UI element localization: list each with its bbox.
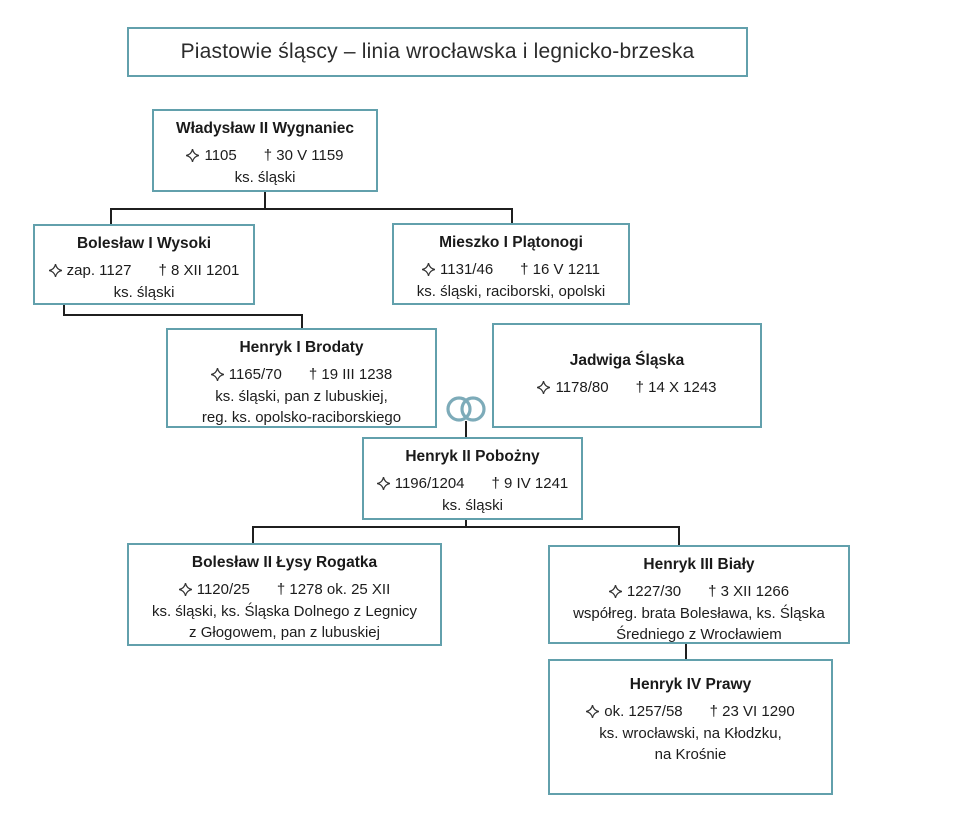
person-box-henryk1: Henryk I Brodaty 1165/70 † 19 III 1238 k… xyxy=(166,328,437,428)
person-name: Bolesław I Wysoki xyxy=(76,235,212,252)
birth-star-icon xyxy=(48,264,62,277)
birth-date: ok. 1257/58 xyxy=(586,703,683,720)
person-titles: ks. śląski, raciborski, opolski xyxy=(416,283,606,300)
person-titles: ks. śląski xyxy=(113,284,175,301)
person-name: Mieszko I Plątonogi xyxy=(439,234,583,251)
birth-date: 1196/1204 xyxy=(376,475,465,492)
connector-line xyxy=(301,314,303,329)
person-dates: 1165/70 † 19 III 1238 xyxy=(210,366,393,383)
birth-date: 1131/46 xyxy=(422,261,493,278)
connector-line xyxy=(264,192,266,210)
death-date: † 14 X 1243 xyxy=(635,379,717,396)
death-date: † 8 XII 1201 xyxy=(158,262,240,279)
birth-date: 1178/80 xyxy=(537,379,609,396)
birth-date: 1227/30 xyxy=(608,583,681,600)
person-titles: współreg. brata Bolesława, ks. Śląska Śr… xyxy=(573,605,825,643)
person-name: Henryk III Biały xyxy=(643,556,755,573)
person-box-boleslaw2: Bolesław II Łysy Rogatka 1120/25 † 1278 … xyxy=(127,543,442,646)
person-dates: 1227/30 † 3 XII 1266 xyxy=(608,583,790,600)
person-dates: 1196/1204 † 9 IV 1241 xyxy=(376,475,569,492)
birth-date: zap. 1127 xyxy=(48,262,131,279)
birth-date: 1105 xyxy=(186,147,237,164)
person-name: Bolesław II Łysy Rogatka xyxy=(191,554,378,571)
birth-star-icon xyxy=(586,705,600,718)
person-name: Henryk II Pobożny xyxy=(405,448,540,465)
person-box-henryk2: Henryk II Pobożny 1196/1204 † 9 IV 1241 … xyxy=(362,437,583,520)
birth-star-icon xyxy=(186,149,200,162)
person-box-mieszko1: Mieszko I Plątonogi 1131/46 † 16 V 1211 … xyxy=(392,223,630,305)
person-titles: ks. śląski xyxy=(234,169,296,186)
diagram-title-box: Piastowie śląscy – linia wrocławska i le… xyxy=(127,27,748,77)
person-dates: ok. 1257/58 † 23 VI 1290 xyxy=(586,703,795,720)
connector-line xyxy=(511,208,513,224)
death-date: † 19 III 1238 xyxy=(308,366,393,383)
person-name: Jadwiga Śląska xyxy=(569,352,685,369)
birth-date: 1120/25 xyxy=(178,581,250,598)
birth-star-icon xyxy=(422,263,436,276)
death-date: † 23 VI 1290 xyxy=(709,703,795,720)
person-box-boleslaw1: Bolesław I Wysoki zap. 1127 † 8 XII 1201… xyxy=(33,224,255,305)
birth-star-icon xyxy=(178,583,192,596)
person-titles: ks. śląski, ks. Śląska Dolnego z Legnicy… xyxy=(151,603,418,641)
death-date: † 30 V 1159 xyxy=(263,147,344,164)
connector-line xyxy=(685,643,687,660)
person-dates: 1105 † 30 V 1159 xyxy=(186,147,344,164)
person-box-henryk3: Henryk III Biały 1227/30 † 3 XII 1266 ws… xyxy=(548,545,850,644)
death-date: † 1278 ok. 25 XII xyxy=(276,581,391,598)
person-name: Henryk IV Prawy xyxy=(629,676,752,693)
person-titles: ks. śląski, pan z lubuskiej, reg. ks. op… xyxy=(201,388,402,426)
connector-line xyxy=(465,519,467,528)
person-dates: 1178/80 † 14 X 1243 xyxy=(537,379,717,396)
birth-date: 1165/70 xyxy=(210,366,282,383)
connector-line xyxy=(63,304,65,316)
person-titles: ks. śląski xyxy=(442,497,503,514)
person-dates: 1120/25 † 1278 ok. 25 XII xyxy=(178,581,391,598)
birth-star-icon xyxy=(537,381,551,394)
person-name: Władysław II Wygnaniec xyxy=(175,120,354,137)
connector-line xyxy=(110,208,112,225)
person-dates: zap. 1127 † 8 XII 1201 xyxy=(48,262,240,279)
person-box-wladyslaw2: Władysław II Wygnaniec 1105 † 30 V 1159 … xyxy=(152,109,378,192)
connector-line xyxy=(678,526,680,546)
death-date: † 3 XII 1266 xyxy=(708,583,790,600)
connector-line xyxy=(63,314,303,316)
marriage-rings-icon xyxy=(446,396,486,422)
birth-star-icon xyxy=(210,368,224,381)
connector-line xyxy=(252,526,680,528)
birth-star-icon xyxy=(608,585,622,598)
death-date: † 9 IV 1241 xyxy=(491,475,569,492)
diagram-title: Piastowie śląscy – linia wrocławska i le… xyxy=(180,40,695,63)
person-box-henryk4: Henryk IV Prawy ok. 1257/58 † 23 VI 1290… xyxy=(548,659,833,795)
connector-line xyxy=(465,421,467,438)
person-dates: 1131/46 † 16 V 1211 xyxy=(422,261,600,278)
person-name: Henryk I Brodaty xyxy=(239,339,364,356)
death-date: † 16 V 1211 xyxy=(520,261,600,278)
connector-line xyxy=(110,208,513,210)
birth-star-icon xyxy=(376,477,390,490)
person-titles: ks. wrocławski, na Kłodzku, na Krośnie xyxy=(599,725,782,763)
person-box-jadwiga: Jadwiga Śląska 1178/80 † 14 X 1243 xyxy=(492,323,762,428)
connector-line xyxy=(252,526,254,544)
